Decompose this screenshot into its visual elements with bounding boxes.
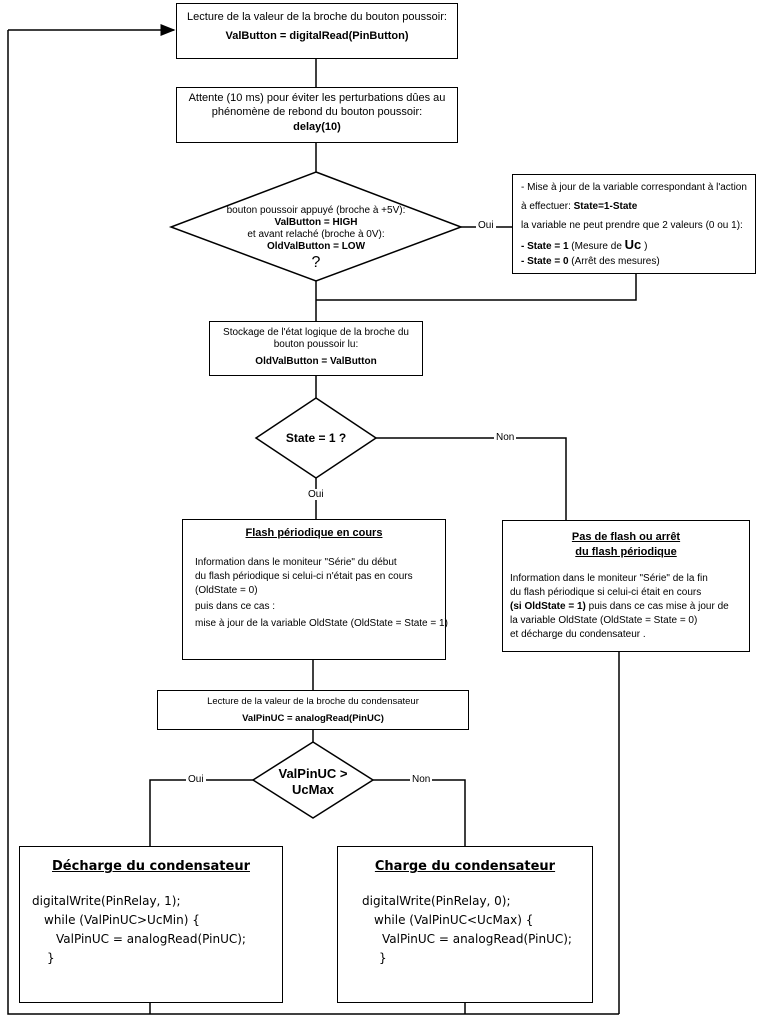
delay-code: delay(10) [293,121,341,133]
read-capacitor-box: Lecture de la valeur de la broche du con… [157,690,469,730]
read-button-text: Lecture de la valeur de la broche du bou… [187,11,447,23]
flash-active-box: Flash périodique en cours Information da… [182,519,448,660]
no-flash-line-4: la variable OldState (OldState = State =… [510,615,698,626]
button-pressed-line-3: et avant relaché (broche à 0V): [247,229,385,240]
store-state-line-1: Stockage de l'état logique de la broche … [223,327,409,338]
charge-title: Charge du condensateur [374,859,556,874]
charge-code-4: } [379,951,387,965]
no-flash-title-2: du flash périodique [575,546,677,558]
flash-active-line-4: puis dans ce cas : [195,601,276,612]
discharge-title: Décharge du condensateur [52,859,250,874]
button-pressed-line-4: OldValButton = LOW [266,241,366,252]
charge-code-3: ValPinUC = analogRead(PinUC); [382,932,572,946]
flash-active-title: Flash périodique en cours [245,527,383,539]
no-flash-line-3: (si OldState = 1) puis dans ce cas mise … [510,601,729,612]
charge-code-2: while (ValPinUC<UcMax) { [374,913,534,927]
discharge-code-3: ValPinUC = analogRead(PinUC); [56,932,246,946]
no-flash-box: Pas de flash ou arrêt du flash périodiqu… [502,520,750,652]
label-oui-uc: Oui [186,774,206,785]
read-capacitor-text: Lecture de la valeur de la broche du con… [207,696,419,707]
flash-active-line-2: du flash périodique si celui-ci n'était … [195,571,413,582]
update-state-line-5: - State = 0 (Arrêt des mesures) [521,256,660,267]
label-oui-update: Oui [476,220,496,231]
discharge-code-2: while (ValPinUC>UcMin) { [44,913,200,927]
read-button-code: ValButton = digitalRead(PinButton) [225,30,409,42]
delay-text-1: Attente (10 ms) pour éviter les perturba… [188,92,446,104]
no-flash-line-2: du flash périodique si celui-ci était en… [510,587,702,598]
flash-active-line-1: Information dans le moniteur "Série" du … [195,557,397,568]
label-oui-state: Oui [306,489,326,500]
delay-box: Attente (10 ms) pour éviter les perturba… [176,87,458,143]
discharge-code-4: } [47,951,55,965]
no-flash-title-1: Pas de flash ou arrêt [571,531,681,543]
decision-button-pressed [168,171,464,282]
store-state-line-2: bouton poussoir lu: [273,339,359,350]
update-state-line-4: - State = 1 (Mesure de Uc ) [521,237,648,252]
no-flash-line-1: Information dans le moniteur "Série" de … [510,573,708,584]
store-state-code: OldValButton = ValButton [255,356,377,367]
button-pressed-line-2: ValButton = HIGH [274,217,358,228]
update-state-line-1: - Mise à jour de la variable corresponda… [521,182,747,193]
question-mark: ? [311,254,321,271]
discharge-box: Décharge du condensateur digitalWrite(Pi… [19,846,283,1003]
charge-code-1: digitalWrite(PinRelay, 0); [362,894,511,908]
flash-active-line-5: mise à jour de la variable OldState (Old… [195,618,448,629]
update-state-box: - Mise à jour de la variable corresponda… [512,174,756,274]
update-state-line-2: à effectuer: State=1-State [521,201,638,212]
update-state-line-3: la variable ne peut prendre que 2 valeur… [521,220,743,231]
uc-check-line-2: UcMax [292,782,334,797]
state-check-text: State = 1 ? [285,431,347,445]
label-non-uc: Non [410,774,433,785]
uc-check-line-1: ValPinUC > [278,766,348,781]
decision-state [254,397,378,479]
charge-box: Charge du condensateur digitalWrite(PinR… [337,846,593,1003]
store-state-box: Stockage de l'état logique de la broche … [209,321,423,376]
discharge-code-1: digitalWrite(PinRelay, 1); [32,894,181,908]
flash-active-line-3: (OldState = 0) [195,585,258,596]
no-flash-line-5: et décharge du condensateur . [510,629,646,640]
button-pressed-line-1: bouton poussoir appuyé (broche à +5V): [226,205,406,216]
label-non-state: Non [494,432,517,443]
read-capacitor-code: ValPinUC = analogRead(PinUC) [242,713,384,724]
decision-uc [251,741,375,819]
read-button-box: Lecture de la valeur de la broche du bou… [176,3,458,59]
delay-text-2: phénomène de rebond du bouton poussoir: [211,106,423,118]
